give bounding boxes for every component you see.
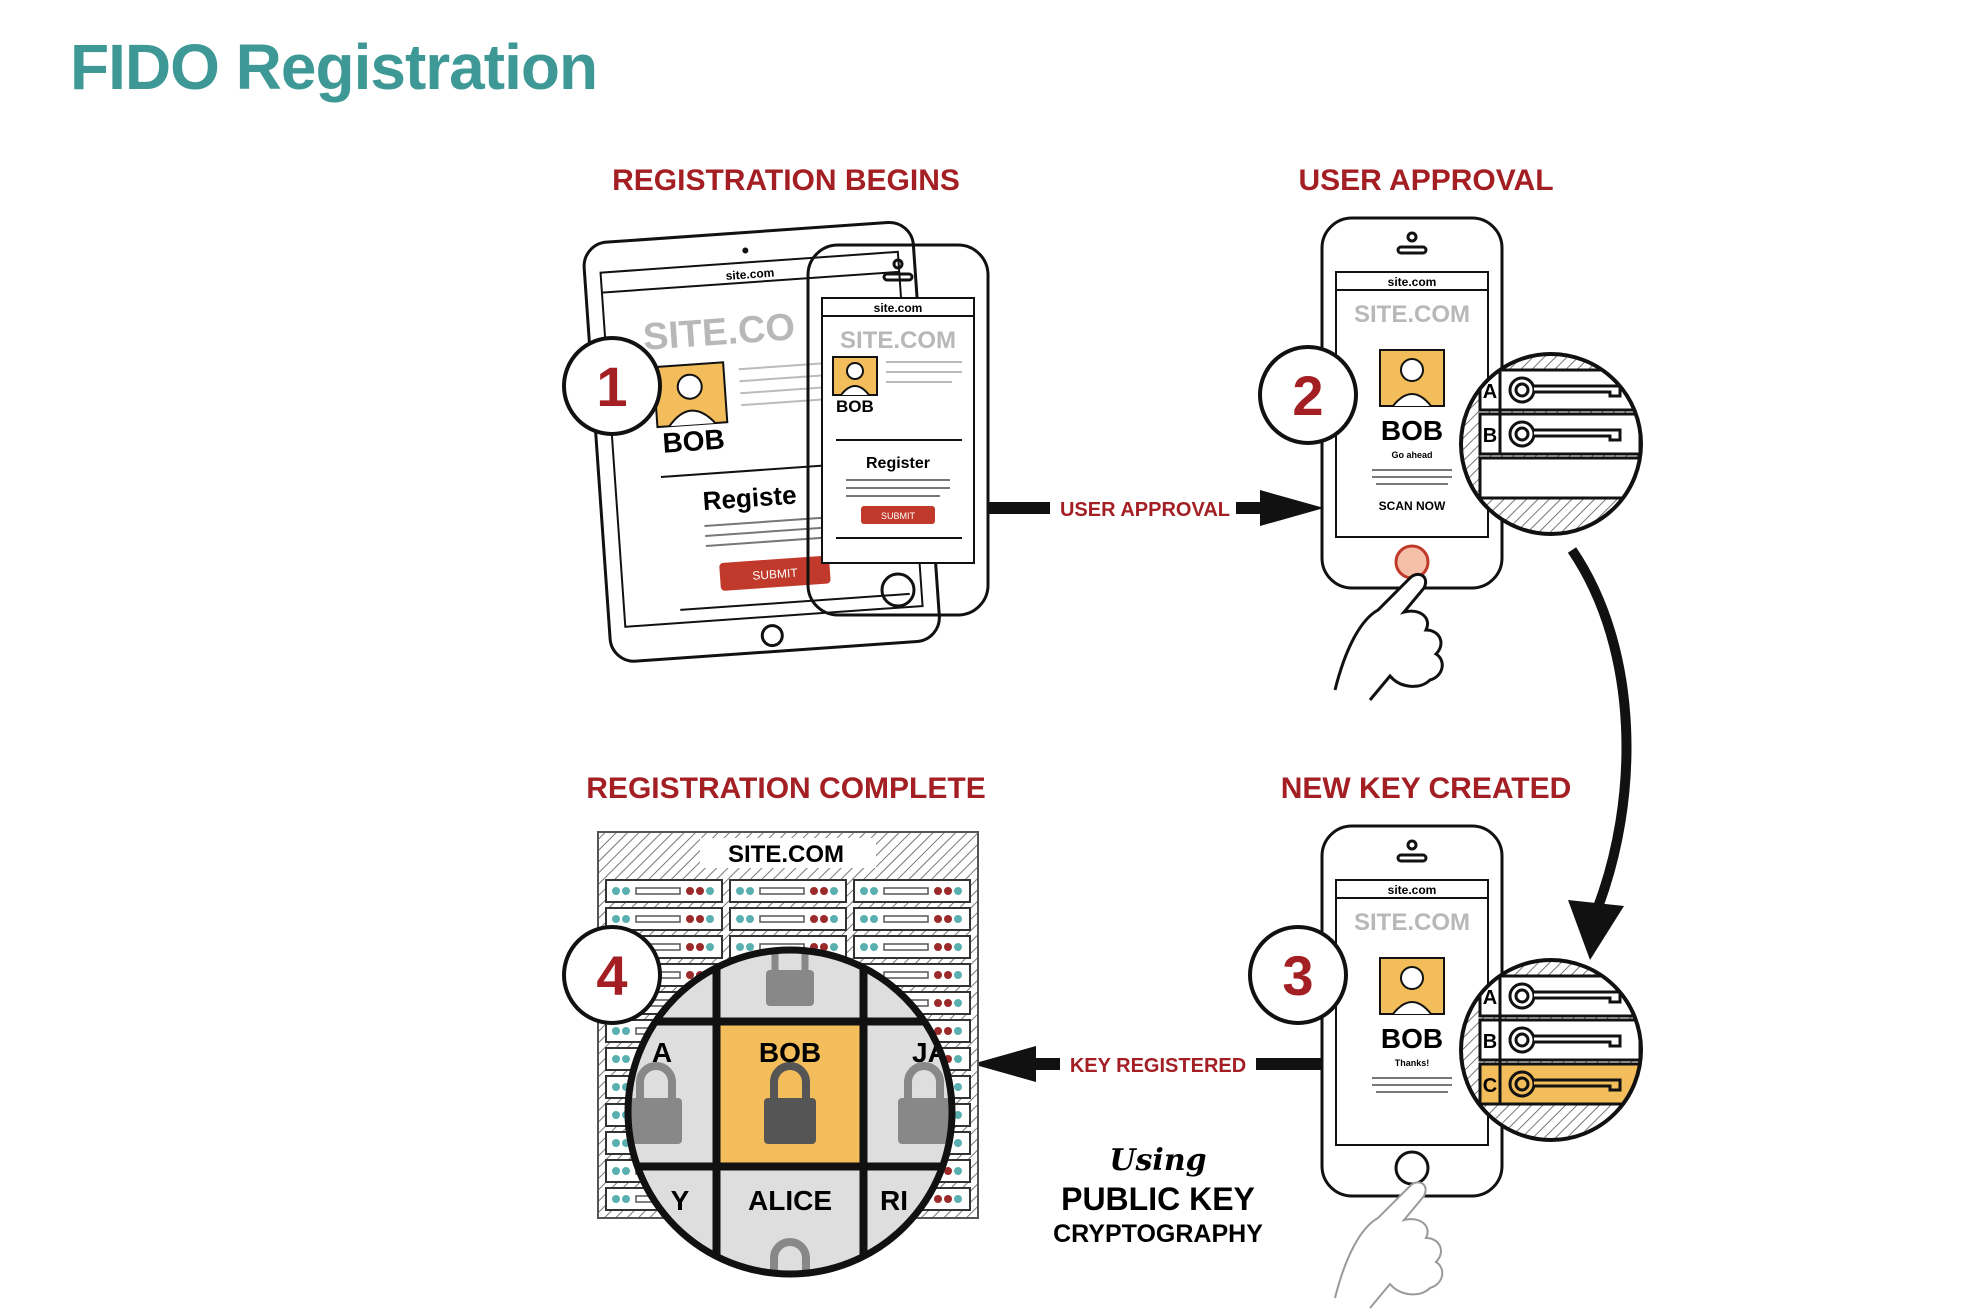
step-2-badge: 2 <box>1258 345 1358 445</box>
step-4-title: REGISTRATION COMPLETE <box>586 772 985 805</box>
step-3-number: 3 <box>1282 944 1313 1007</box>
fingerprint-sensor-active[interactable] <box>1394 544 1430 580</box>
phone2-site-name: SITE.COM <box>1354 301 1470 328</box>
key-registered-label: KEY REGISTERED <box>1070 1055 1246 1077</box>
rack-unit <box>729 907 847 931</box>
rack-unit <box>853 935 971 959</box>
key-icon <box>1508 1026 1622 1054</box>
lock-icon <box>764 1062 816 1144</box>
zoom-user-bottom-left-partial: Y <box>671 1185 690 1216</box>
tablet-register-heading: Registe <box>702 480 798 516</box>
tablet-submit-button[interactable] <box>719 555 831 591</box>
caption-line1: PUBLIC KEY <box>1061 1181 1255 1217</box>
curved-arrow <box>1567 547 1632 960</box>
new-key-icon <box>1508 1070 1622 1098</box>
key-slot-c-label: C <box>1483 1075 1497 1097</box>
zoom-user-left-partial: A <box>652 1037 672 1068</box>
key-store-zoom-step3: A B C <box>1459 958 1643 1142</box>
zoom-user-bob: BOB <box>759 1037 821 1068</box>
step-2-title: USER APPROVAL <box>1298 164 1553 197</box>
key-icon <box>1508 982 1622 1010</box>
step-1-badge: 1 <box>562 336 662 436</box>
step-4-number: 4 <box>596 944 627 1007</box>
rack-unit <box>729 879 847 903</box>
key-icon <box>1508 376 1622 404</box>
zoom-user-alice: ALICE <box>748 1185 832 1216</box>
rack-unit <box>853 907 971 931</box>
phone2-scan-prompt: SCAN NOW <box>1379 499 1446 513</box>
phone2-url: site.com <box>1388 275 1437 289</box>
phone1-user-name: BOB <box>836 397 874 416</box>
tablet-avatar <box>652 361 729 429</box>
hand-outline-icon <box>1334 1181 1444 1309</box>
tablet-submit-label: SUBMIT <box>752 566 799 583</box>
step-1-number: 1 <box>596 355 627 418</box>
phone2-user-name: BOB <box>1381 415 1443 446</box>
phone-device-step1: site.com SITE.COM BOB Register SUBMIT <box>806 243 990 617</box>
phone2-avatar <box>1379 349 1445 407</box>
caption-line2: CRYPTOGRAPHY <box>1053 1220 1263 1248</box>
key-store-zoom-step2: A B <box>1459 352 1643 536</box>
lock-icon <box>898 1062 950 1144</box>
phone1-url: site.com <box>874 301 923 315</box>
phone1-site-name: SITE.COM <box>840 327 956 354</box>
phone3-avatar <box>1379 957 1445 1015</box>
step-4-badge: 4 <box>562 925 662 1025</box>
step-2-number: 2 <box>1292 364 1323 427</box>
phone3-thanks-note: Thanks! <box>1395 1058 1430 1068</box>
phone1-register-heading: Register <box>866 455 930 472</box>
phone1-submit-label: SUBMIT <box>881 511 916 521</box>
key-registered-arrow: KEY REGISTERED <box>972 1046 1322 1082</box>
key-slot-b-label: B <box>1483 1031 1497 1053</box>
phone3-user-name: BOB <box>1381 1023 1443 1054</box>
rack-unit <box>605 907 723 931</box>
server-site-name: SITE.COM <box>728 841 844 868</box>
hand-icon <box>1333 572 1444 701</box>
tablet-user-name: BOB <box>662 423 726 458</box>
phone3-site-name: SITE.COM <box>1354 909 1470 936</box>
phone1-avatar <box>832 356 878 396</box>
phone-device-step2: site.com SITE.COM BOB Go ahead SCAN NOW <box>1320 216 1504 590</box>
key-slot-a-label: A <box>1483 381 1497 403</box>
tablet-url: site.com <box>725 266 775 283</box>
user-approval-label: USER APPROVAL <box>1060 499 1230 521</box>
key-icon <box>1508 420 1622 448</box>
step-1-title: REGISTRATION BEGINS <box>612 164 960 197</box>
key-slot-a-label: A <box>1483 987 1497 1009</box>
step-3-title: NEW KEY CREATED <box>1281 772 1572 805</box>
phone1-submit-button[interactable] <box>861 506 935 524</box>
lock-icon <box>770 1238 810 1272</box>
key-slot-b-label: B <box>1483 425 1497 447</box>
step-3-badge: 3 <box>1248 925 1348 1025</box>
phone2-approval-note: Go ahead <box>1391 450 1432 460</box>
bob-key-slot <box>715 1020 865 1168</box>
user-approval-arrow: USER APPROVAL <box>988 490 1324 526</box>
zoom-user-bottom-right-partial: RI <box>880 1185 908 1216</box>
phone3-url: site.com <box>1388 883 1437 897</box>
rack-unit <box>605 879 723 903</box>
caption-using: Using <box>1109 1143 1206 1178</box>
page-title: FIDO Registration <box>70 31 598 103</box>
lock-icon <box>630 1062 682 1144</box>
rack-unit <box>853 879 971 903</box>
public-key-caption: Using PUBLIC KEY CRYPTOGRAPHY <box>1053 1143 1263 1248</box>
